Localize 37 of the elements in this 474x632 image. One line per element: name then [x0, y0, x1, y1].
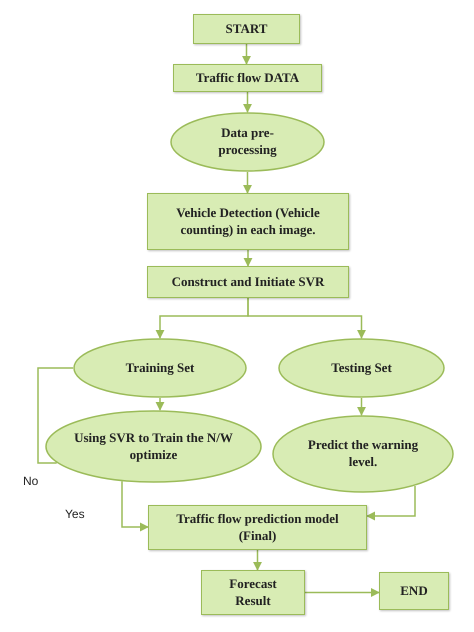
node-text: Traffic flow DATA: [196, 70, 300, 86]
node-text: END: [400, 582, 428, 600]
node-text: Vehicle Detection (Vehicle counting) in each image.: [175, 204, 321, 238]
arrow: [305, 588, 380, 597]
process-ellipse: [45, 410, 262, 483]
process-ellipse: [73, 338, 247, 398]
arrow: [156, 398, 164, 411]
node-text: Testing Set: [331, 360, 392, 376]
process-box: [201, 570, 305, 615]
arrow: [244, 250, 252, 267]
process-ellipse: [272, 415, 454, 493]
node-text: Forecast Result: [228, 576, 278, 610]
process-box: [148, 505, 367, 550]
arrow: [247, 298, 366, 339]
process-box: [173, 64, 322, 92]
arrow: [243, 92, 252, 113]
edge-label: Yes: [64, 507, 86, 521]
process-box: [147, 193, 349, 250]
node-text: Construct and Initiate SVR: [172, 274, 324, 290]
process-box: [147, 266, 349, 298]
process-ellipse: [170, 112, 325, 172]
node-text: Predict the warning level.: [306, 437, 420, 471]
process-box: [193, 14, 300, 44]
node-text: START: [226, 20, 268, 38]
node-text: Traffic flow prediction model (Final): [175, 510, 340, 544]
node-text: Training Set: [126, 360, 194, 376]
arrow: [357, 398, 366, 416]
node-text: Using SVR to Train the N/W optimize: [73, 430, 234, 464]
arrow: [121, 481, 149, 532]
edge-label: No: [22, 474, 40, 488]
process-box: [379, 572, 449, 610]
arrow: [243, 172, 252, 194]
arrow: [366, 486, 416, 520]
arrow: [242, 44, 251, 65]
process-ellipse: [278, 338, 445, 398]
node-text: Data pre-processing: [217, 125, 278, 159]
arrow: [253, 550, 262, 571]
